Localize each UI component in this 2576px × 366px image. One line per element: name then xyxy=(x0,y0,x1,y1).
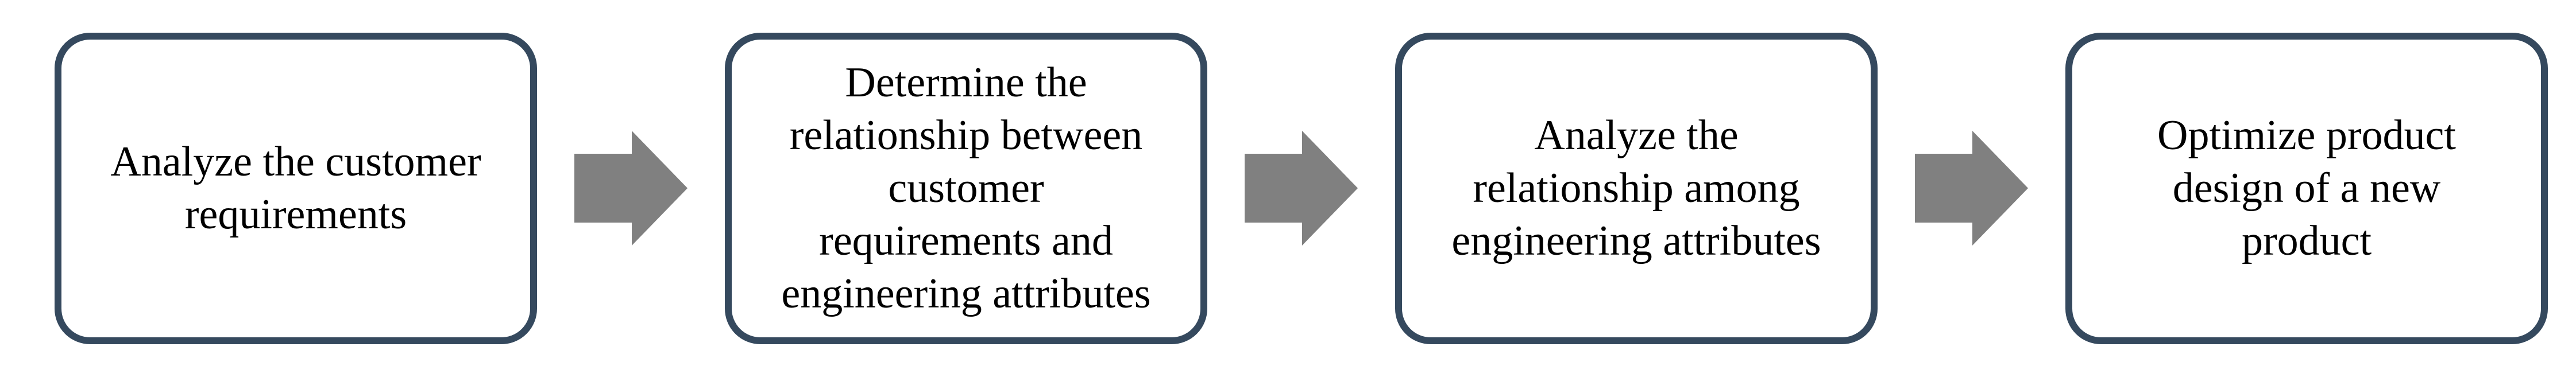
step-1-label: Analyze the customer requirements xyxy=(110,138,481,238)
step-box-4: Optimize product design of a new product xyxy=(2065,32,2548,344)
step-4-label: Optimize product design of a new product xyxy=(2157,112,2456,264)
right-arrow-icon xyxy=(1245,131,1358,246)
step-box-2: Determine the relationship between custo… xyxy=(725,32,1207,344)
right-arrow-icon xyxy=(1915,131,2028,246)
step-3-label: Analyze the relationship among engineeri… xyxy=(1451,112,1821,264)
right-arrow-icon xyxy=(574,131,688,246)
step-box-3: Analyze the relationship among engineeri… xyxy=(1395,32,1878,344)
step-box-1: Analyze the customer requirements xyxy=(55,32,537,344)
step-2-label: Determine the relationship between custo… xyxy=(781,59,1151,317)
